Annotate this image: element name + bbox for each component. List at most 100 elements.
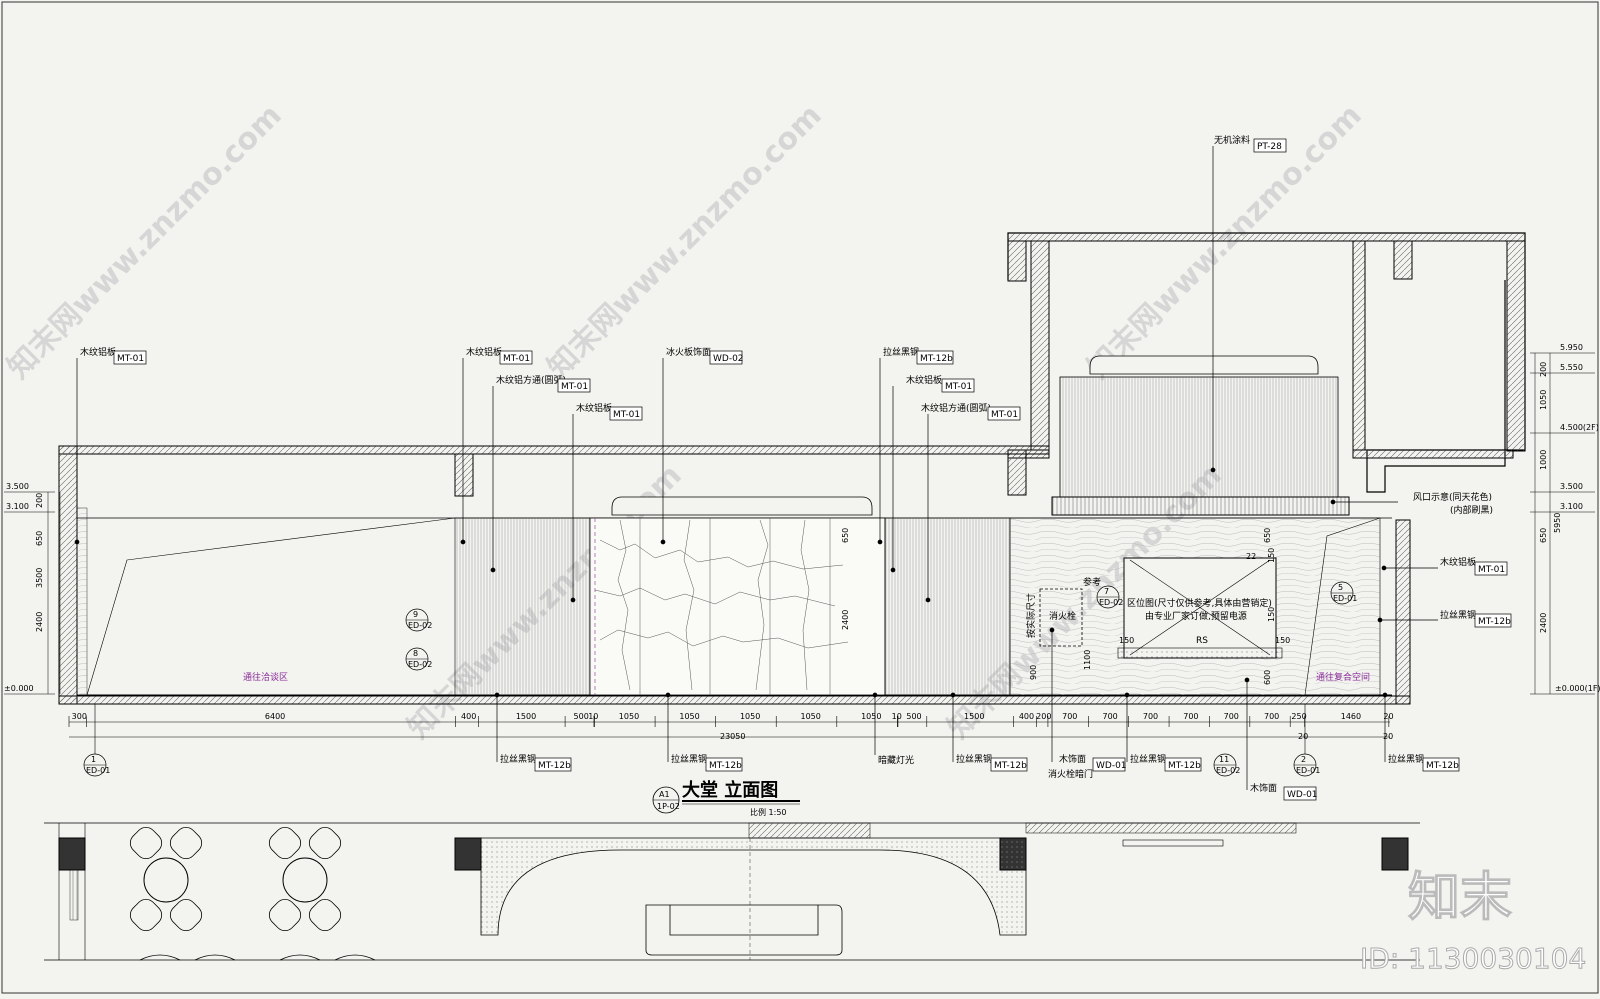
hdim-label: 10 bbox=[892, 712, 902, 721]
hdim-label: 300 bbox=[72, 712, 87, 721]
tag-code: MT-01 bbox=[1478, 565, 1505, 575]
hdim-label: 250 bbox=[1291, 712, 1306, 721]
tag-code: WD-01 bbox=[1096, 761, 1127, 771]
title-scale: 比例 1:50 bbox=[750, 807, 787, 817]
tag-code: MT-12b bbox=[920, 354, 953, 364]
vdim-center: 22 bbox=[1246, 552, 1256, 561]
notes: 暗藏灯光 消火栓暗门 风口示意(同天花色) (内部刷黑) 参考 消火栓 按实际尺… bbox=[243, 491, 1493, 780]
vdim-left: 2400 bbox=[35, 612, 44, 632]
callout-ref: ED-02 bbox=[1216, 766, 1240, 775]
tag-name: 拉丝黑钢 bbox=[883, 346, 919, 358]
vdim-center: 2400 bbox=[841, 610, 850, 630]
callout-8: 8ED-02 bbox=[405, 647, 432, 671]
tag-code: WD-01 bbox=[1287, 790, 1318, 800]
note-zone-2: 由专业厂家订做,预留电源 bbox=[1145, 610, 1247, 622]
tag-name: 木纹铝方通(圆弧) bbox=[921, 402, 991, 414]
vdim-center: 650 bbox=[841, 528, 850, 543]
title-block: A1 1P-02 大堂 立面图 比例 1:50 bbox=[652, 779, 800, 817]
level-left: ±0.000 bbox=[4, 684, 34, 693]
level-left: 3.100 bbox=[6, 502, 29, 511]
total-sub: 20 bbox=[1298, 732, 1308, 741]
level-left: 3.500 bbox=[6, 482, 29, 491]
note-zone-1: 区位图(尺寸仅供参考,具体由营销定) bbox=[1127, 597, 1272, 609]
callout-num: 8 bbox=[413, 649, 418, 658]
tag-code: MT-01 bbox=[503, 354, 530, 364]
hdim-label: 1050 bbox=[740, 712, 760, 721]
note-reference: 参考 bbox=[1083, 576, 1101, 588]
hdim-label: 10 bbox=[588, 712, 598, 721]
note-hydrant-door: 消火栓暗门 bbox=[1048, 768, 1093, 780]
callout-num: 9 bbox=[413, 610, 418, 619]
callout-num: 5 bbox=[1338, 583, 1343, 592]
hdim-label: 200 bbox=[1036, 712, 1051, 721]
note-rs: RS bbox=[1196, 636, 1208, 646]
page-title: 大堂 立面图 bbox=[682, 779, 778, 801]
vdim-center: 650 bbox=[1263, 528, 1272, 543]
tag-code: MT-01 bbox=[991, 410, 1018, 420]
tag-name: 拉丝黑钢 bbox=[956, 753, 992, 765]
note-dark-light: 暗藏灯光 bbox=[878, 754, 914, 766]
tag-name: 拉丝黑钢 bbox=[1440, 609, 1476, 621]
note-vent: 风口示意(同天花色) bbox=[1413, 491, 1492, 503]
callout-ref: ED-02 bbox=[408, 621, 432, 630]
hdim-label: 700 bbox=[1062, 712, 1077, 721]
hdim-label: 20 bbox=[1383, 712, 1393, 721]
hdim-label: 400 bbox=[1019, 712, 1034, 721]
vdim-right: 2400 bbox=[1539, 613, 1548, 633]
title-mark: A1 bbox=[659, 790, 670, 799]
tag-code: MT-12b bbox=[538, 761, 571, 771]
hdim-label: 1500 bbox=[516, 712, 536, 721]
hdim-label: 1050 bbox=[861, 712, 881, 721]
vdim-right: 5950 bbox=[1553, 513, 1562, 533]
note-hydrant: 消火栓 bbox=[1049, 610, 1076, 622]
total-sub: 20 bbox=[1383, 732, 1393, 741]
hdim-label: 1460 bbox=[1341, 712, 1361, 721]
hdim-label: 700 bbox=[1143, 712, 1158, 721]
vdim-right: 200 bbox=[1539, 362, 1548, 377]
hdim-label: 1050 bbox=[619, 712, 639, 721]
title-sub: 1P-02 bbox=[657, 802, 680, 811]
callout-2: 2ED-01 bbox=[1293, 753, 1320, 777]
hdim-label: 700 bbox=[1183, 712, 1198, 721]
tag-code: MT-01 bbox=[945, 382, 972, 392]
vdim-center: 150 bbox=[1119, 636, 1134, 645]
vdim-left: 200 bbox=[35, 493, 44, 508]
hdim-label: 700 bbox=[1264, 712, 1279, 721]
hdim-label: 500 bbox=[906, 712, 921, 721]
tag-code: MT-01 bbox=[613, 410, 640, 420]
callout-5: 5ED-01 bbox=[1330, 581, 1357, 605]
vdim-center: 150 bbox=[1267, 548, 1276, 563]
level-right: ±0.000(1F) bbox=[1555, 684, 1600, 693]
tag-name: 冰火板饰面 bbox=[666, 346, 711, 358]
tag-name: 拉丝黑钢 bbox=[1388, 753, 1424, 765]
callout-7: 7ED-02 bbox=[1096, 585, 1123, 609]
vdim-center: 150 bbox=[1275, 636, 1290, 645]
vdim-right: 650 bbox=[1539, 528, 1548, 543]
tag-name: 木纹铝板 bbox=[1440, 556, 1476, 568]
hdim-label: 700 bbox=[1102, 712, 1117, 721]
corner-brand: 知末 ID: 1130030104 bbox=[1360, 868, 1587, 976]
level-right: 5.550 bbox=[1560, 363, 1583, 372]
tag-name: 无机涂料 bbox=[1214, 134, 1250, 146]
hdim-label: 400 bbox=[461, 712, 476, 721]
callout-num: 7 bbox=[1104, 587, 1109, 596]
vdim-right: 1050 bbox=[1539, 390, 1548, 410]
tag-name: 木饰面 bbox=[1250, 782, 1277, 794]
callout-9: 9ED-02 bbox=[405, 608, 432, 632]
tag-name: 拉丝黑钢 bbox=[500, 753, 536, 765]
tag-name: 木纹铝板 bbox=[576, 402, 612, 414]
callout-ref: ED-02 bbox=[1099, 598, 1123, 607]
callout-ref: ED-01 bbox=[1296, 766, 1320, 775]
callout-num: 2 bbox=[1301, 755, 1306, 764]
hdim-label: 6400 bbox=[265, 712, 285, 721]
